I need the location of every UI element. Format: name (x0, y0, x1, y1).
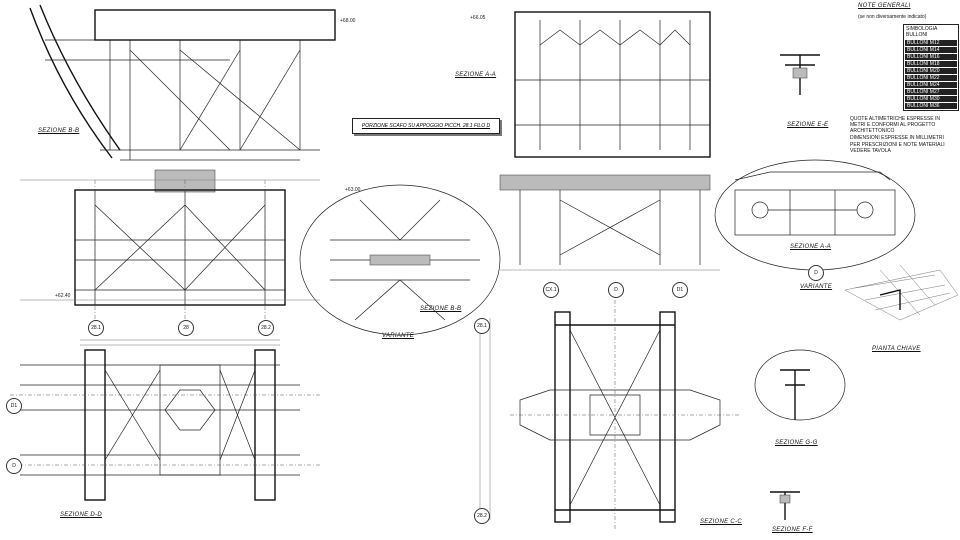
general-notes-text: QUOTE ALTIMETRICHE ESPRESSE IN METRI E C… (850, 116, 956, 155)
elevation-label: +68.00 (340, 18, 356, 24)
section-label: SEZIONE B-B (420, 306, 462, 312)
section-label: SEZIONE E-E (787, 122, 829, 128)
note-line: PER PRESCRIZIONI E NOTE MATERIALI VEDERE… (850, 142, 945, 154)
axis-marker: D (6, 458, 22, 474)
section-f-f-drawing (770, 491, 800, 520)
axis-marker: 28 (178, 320, 194, 336)
bolt-legend-table: SIMBOLOGIA BULLONI BULLONI M12 BULLONI M… (903, 24, 959, 111)
section-label: SEZIONE B-B (38, 128, 80, 134)
section-a-a-drawing (499, 11, 720, 271)
legend-row: BULLONI M20 (905, 68, 957, 74)
section-label: SEZIONE D-D (60, 512, 102, 518)
axis-marker: D (608, 282, 624, 298)
legend-row: BULLONI M18 (905, 61, 957, 67)
axis-marker: CX.1 (543, 282, 559, 298)
axis-marker: D1 (672, 282, 688, 298)
key-plan-drawing (844, 264, 959, 321)
legend-row: BULLONI M30 (905, 96, 957, 102)
notes-heading: NOTE GENERALI (858, 3, 911, 9)
section-g-g-drawing (754, 349, 846, 421)
elevation-28-drawing (20, 179, 320, 330)
axis-marker: 28.1 (474, 318, 490, 334)
legend-row: BULLONI M14 (905, 47, 957, 53)
axis-marker: 28.1 (88, 320, 104, 336)
section-b-b-left-drawing (29, 4, 336, 193)
section-label: SEZIONE A-A (455, 72, 497, 78)
variant-b-b-drawing (299, 184, 501, 336)
legend-row: BULLONI M16 (905, 54, 957, 60)
notes-subheading: (se non diversamente indicato) (858, 14, 927, 20)
section-c-c-drawing (479, 300, 740, 530)
legend-title: SIMBOLOGIA BULLONI (906, 26, 938, 38)
note-line: DIMENSIONI ESPRESSE IN MILLIMETRI (850, 135, 944, 141)
section-label: PIANTA CHIAVE (872, 346, 921, 352)
section-label: SEZIONE F-F (772, 527, 813, 533)
section-label: VARIANTE (800, 284, 833, 290)
axis-marker: 28.2 (474, 508, 490, 524)
section-label: VARIANTE (382, 333, 415, 339)
axis-marker: D1 (6, 398, 22, 414)
section-e-e-drawing (780, 54, 820, 95)
section-label: SEZIONE A-A (790, 244, 832, 250)
section-label: SEZIONE G-G (775, 440, 818, 446)
drawing-title-box: PORZIONE SCAFO SU APPOGGIO PICCH. 28.1 F… (352, 118, 500, 134)
legend-row: BULLONI M27 (905, 89, 957, 95)
axis-marker: 28.2 (258, 320, 274, 336)
legend-row: BULLONI M22 (905, 75, 957, 81)
note-line: QUOTE ALTIMETRICHE ESPRESSE IN METRI E C… (850, 116, 940, 134)
section-label: SEZIONE C-C (700, 519, 742, 525)
axis-marker: D (808, 265, 824, 281)
legend-row: BULLONI M36 (905, 103, 957, 109)
elevation-label: +62.40 (55, 293, 71, 299)
elevation-label: +63.00 (345, 187, 361, 193)
section-d-d-drawing (10, 339, 320, 501)
legend-row: BULLONI M12 (905, 40, 957, 46)
legend-row: BULLONI M24 (905, 82, 957, 88)
section-a-a-right-drawing (714, 159, 916, 271)
elevation-label: +66.05 (470, 15, 486, 21)
